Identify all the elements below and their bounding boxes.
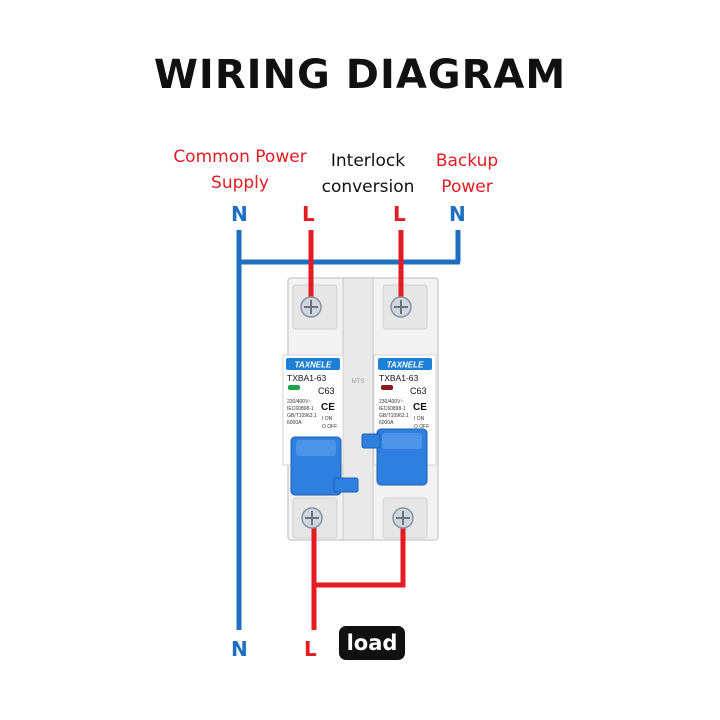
right-toggle-handle[interactable]	[361, 428, 428, 486]
common-power-line2: Supply	[211, 173, 269, 193]
terminal-l-backup: L	[393, 202, 406, 226]
interlock-line1: Interlock	[330, 151, 406, 171]
terminal-screws	[300, 296, 414, 529]
interlock-line2: conversion	[321, 177, 415, 197]
terminal-l-output: L	[304, 637, 317, 661]
left-spec-line3: GB/T10963.1	[287, 413, 317, 419]
right-rating-text: C63	[410, 386, 427, 396]
backup-power-label: Backup Power	[420, 148, 514, 200]
common-power-supply-label: Common Power Supply	[160, 144, 320, 196]
left-toggle-handle[interactable]	[290, 436, 359, 496]
left-spec-line1: 230/400V~	[287, 399, 311, 405]
right-model-text: TXBA1-63	[379, 373, 418, 383]
diagram-title: WIRING DIAGRAM	[153, 52, 567, 98]
right-brand-badge	[378, 358, 432, 370]
transfer-switch-device: TAXNELE TXBA1-63 C63 230/400V~ IEC60898-…	[282, 277, 439, 541]
terminal-n-supply: N	[231, 202, 248, 226]
interlock-module-mark: MTS	[352, 379, 365, 385]
left-brand-text: TAXNELE	[295, 361, 332, 370]
screw-bottom-left	[301, 507, 323, 529]
neutral-wires	[236, 230, 461, 630]
right-brand-text: TAXNELE	[387, 361, 424, 370]
interlock-module	[342, 277, 374, 541]
backup-power-line1: Backup	[435, 151, 499, 171]
right-spec-line2: IEC60898-1	[379, 406, 406, 412]
right-spec-line3: GB/T10963.1	[379, 413, 409, 419]
screw-bottom-right	[392, 507, 414, 529]
right-on-label: I ON	[414, 416, 425, 422]
right-ce-mark: CE	[413, 402, 427, 413]
left-model-text: TXBA1-63	[287, 373, 326, 383]
left-spec-line4: 6000A	[287, 420, 302, 426]
terminal-n-output: N	[231, 637, 248, 661]
interlock-conversion-label: Interlock conversion	[310, 148, 426, 200]
load-badge: load	[339, 626, 405, 660]
left-on-label: I ON	[322, 416, 333, 422]
terminal-n-backup: N	[449, 202, 466, 226]
left-status-indicator	[288, 385, 300, 390]
backup-power-line2: Power	[441, 177, 493, 197]
screw-top-right	[390, 296, 412, 318]
right-status-indicator	[381, 385, 393, 390]
left-rating-text: C63	[318, 386, 335, 396]
left-off-label: O OFF	[322, 424, 337, 430]
left-brand-badge	[286, 358, 340, 370]
terminal-l-supply: L	[302, 202, 315, 226]
right-spec-line4: 6000A	[379, 420, 394, 426]
right-off-label: O OFF	[414, 424, 429, 430]
live-output-bridge	[311, 520, 406, 588]
right-spec-line1: 230/400V~	[379, 399, 403, 405]
left-ce-mark: CE	[321, 402, 335, 413]
common-power-line1: Common Power	[173, 147, 307, 167]
left-spec-line2: IEC60898-1	[287, 406, 314, 412]
live-wires	[308, 230, 406, 630]
screw-top-left	[300, 296, 322, 318]
